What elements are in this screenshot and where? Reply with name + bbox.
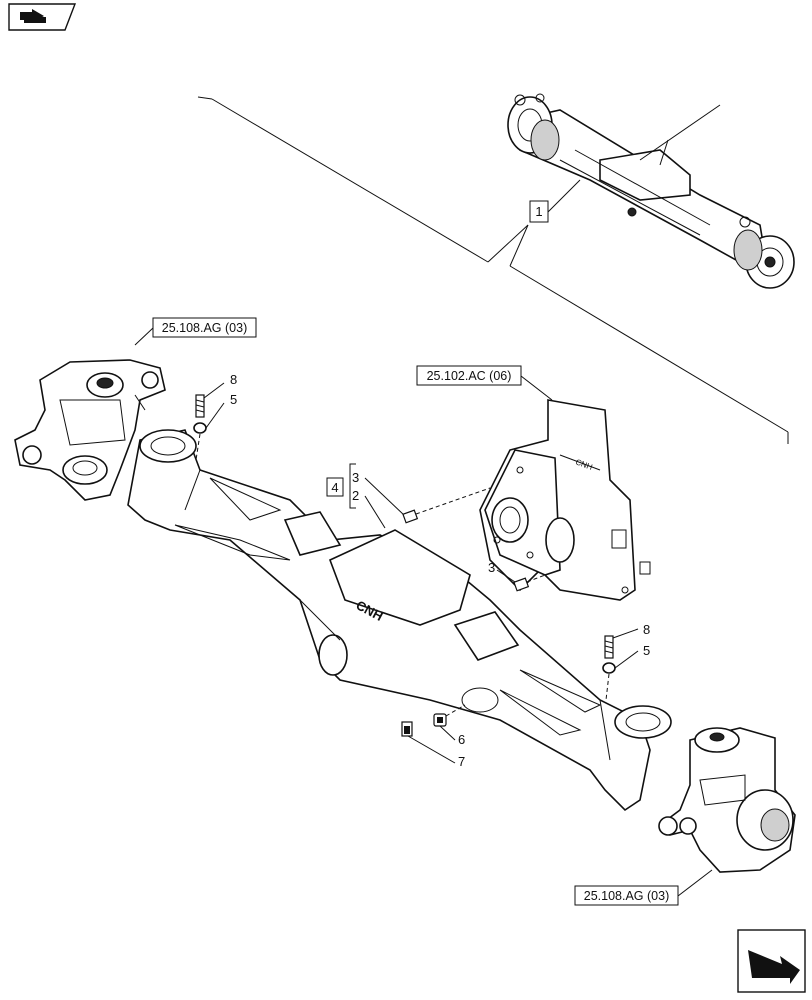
assembly-callout: 1 bbox=[529, 200, 549, 223]
pin-lower-label: 3 bbox=[488, 560, 495, 575]
housing-label: 2 bbox=[352, 488, 359, 503]
stud-left-label: 8 bbox=[230, 372, 237, 387]
right-steering-knuckle bbox=[658, 727, 796, 873]
stud-right bbox=[602, 628, 639, 701]
differential-housing: CNH bbox=[479, 399, 651, 601]
kit-callout: 4 bbox=[326, 463, 356, 509]
pin-lower bbox=[496, 569, 546, 592]
stud-left bbox=[193, 382, 225, 461]
washer-right-label: 5 bbox=[643, 643, 650, 658]
kit-leaders bbox=[364, 477, 406, 529]
left-steering-knuckle bbox=[14, 359, 166, 501]
ref-box-differential[interactable]: 25.102.AC (06) bbox=[416, 365, 553, 401]
next-page-icon[interactable] bbox=[737, 929, 806, 993]
plug-screw bbox=[401, 721, 456, 764]
washer-left-label: 5 bbox=[230, 392, 237, 407]
assembly-callout-label: 1 bbox=[535, 204, 542, 219]
axle-assembly-thumbnail bbox=[507, 93, 795, 289]
kit-callout-label: 4 bbox=[331, 480, 338, 495]
plug-label: 6 bbox=[458, 732, 465, 747]
plug bbox=[433, 704, 466, 741]
ref-box-differential-label: 25.102.AC (06) bbox=[427, 369, 512, 383]
ref-box-top-left-knuckle[interactable]: 25.108.AG (03) bbox=[134, 317, 257, 346]
pin-upper bbox=[402, 487, 491, 524]
nav-back-icon[interactable] bbox=[8, 3, 77, 31]
stud-right-label: 8 bbox=[643, 622, 650, 637]
assembly-leader-lines bbox=[197, 96, 789, 444]
ref-box-bottom-right-label: 25.108.AG (03) bbox=[584, 889, 669, 903]
ref-box-top-left-label: 25.108.AG (03) bbox=[162, 321, 247, 335]
pin-upper-label: 3 bbox=[352, 470, 359, 485]
plug-screw-label: 7 bbox=[458, 754, 465, 769]
axle-housing: CNH bbox=[127, 429, 672, 812]
ref-box-bottom-right-knuckle[interactable]: 25.108.AG (03) bbox=[574, 869, 713, 906]
